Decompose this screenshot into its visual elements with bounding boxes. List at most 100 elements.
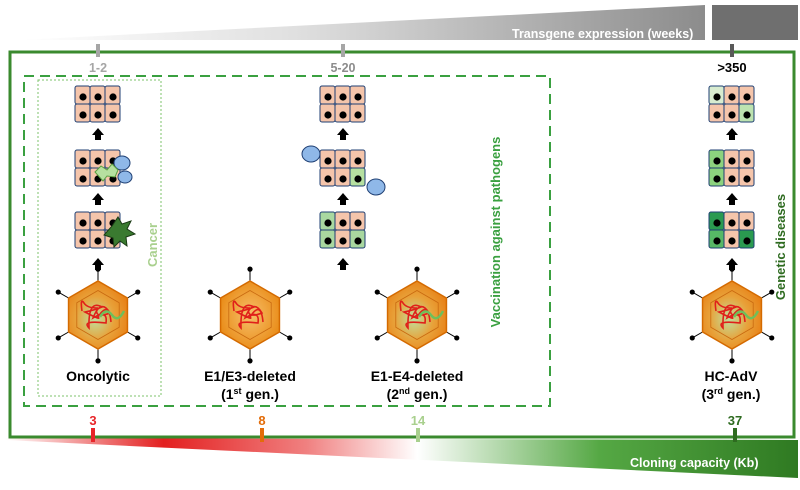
cell-nucleus (728, 93, 736, 101)
cell-nucleus (339, 93, 347, 101)
cell-nucleus (324, 175, 332, 183)
cell-nucleus (713, 111, 721, 119)
capsid-inner (395, 290, 439, 340)
transgene-expression-bar: Transgene expression (weeks) (20, 5, 798, 41)
immune-cell (113, 155, 131, 171)
arrow-up (726, 128, 738, 140)
cell-nucleus (79, 157, 87, 165)
cell-nucleus (324, 237, 332, 245)
second-gen-grid-bottom (319, 211, 366, 249)
cell-nucleus (713, 157, 721, 165)
label-second-gen-sub: (2nd gen.) (387, 386, 448, 402)
fiber-knob (729, 266, 735, 272)
cell-nucleus (713, 175, 721, 183)
label-first-gen-sub: (1st gen.) (221, 386, 279, 402)
cell-nucleus (339, 237, 347, 245)
cell-nucleus (79, 111, 87, 119)
viral-genome (232, 300, 264, 331)
transgene (417, 310, 445, 320)
oncolytic-grid-top (74, 85, 121, 123)
cell-nucleus (354, 237, 362, 245)
transgene (98, 310, 126, 320)
immune-cell (366, 178, 386, 196)
cell-nucleus (324, 111, 332, 119)
cell-nucleus (728, 111, 736, 119)
label-hc-adv: HC-AdV (705, 368, 759, 384)
cell-nucleus (94, 219, 102, 227)
cell-nucleus (354, 157, 362, 165)
viral-genome (80, 300, 112, 331)
cell-nucleus (743, 157, 751, 165)
arrow-up (337, 258, 349, 270)
fiber-knob (95, 358, 101, 364)
second-gen-grid-top (319, 85, 366, 123)
transgene (732, 310, 760, 320)
cell-nucleus (79, 237, 87, 245)
immune-cell (117, 170, 133, 184)
fiber-knob (55, 335, 61, 341)
cloning-capacity-bar: Cloning capacity (Kb) (5, 438, 798, 478)
capsid-inner (228, 290, 272, 340)
cell-nucleus (79, 219, 87, 227)
fiber-knob (769, 335, 775, 341)
vaccination-label: Vaccination against pathogens (488, 137, 503, 328)
cell-nucleus (713, 219, 721, 227)
cell-nucleus (728, 175, 736, 183)
cell-nucleus (109, 111, 117, 119)
arrow-up (92, 193, 104, 205)
viral-genome (399, 300, 431, 331)
vaccination-box (23, 75, 551, 407)
label-hc-adv-sub: (3rd gen.) (702, 386, 761, 402)
fiber-knob (207, 289, 213, 295)
second-gen-virus (374, 266, 460, 364)
cell-nucleus (324, 93, 332, 101)
fiber-knob (769, 289, 775, 295)
cell-nucleus (743, 93, 751, 101)
fiber-knob (689, 335, 695, 341)
cell-nucleus (339, 157, 347, 165)
cell-nucleus (79, 93, 87, 101)
cell-nucleus (109, 93, 117, 101)
first-gen-virus (207, 266, 293, 364)
arrow-up (92, 258, 104, 270)
transgene-expression-label: Transgene expression (weeks) (512, 27, 693, 41)
cell-nucleus (728, 219, 736, 227)
arrow-up (92, 128, 104, 140)
tick-label-1-2: 1-2 (89, 61, 107, 75)
fiber-knob (247, 358, 253, 364)
arrow-up (726, 258, 738, 270)
label-first-gen: E1/E3-deleted (204, 368, 296, 384)
second-gen-grid-mid (319, 149, 366, 187)
fiber-knob (414, 266, 420, 272)
fiber-knob (247, 266, 253, 272)
fiber-knob (729, 358, 735, 364)
viral-genome (714, 300, 746, 331)
fiber-knob (414, 358, 420, 364)
lysed-cell (94, 163, 119, 182)
fiber-knob (207, 335, 213, 341)
cell-nucleus (94, 93, 102, 101)
cell-nucleus (743, 111, 751, 119)
hc-virus (689, 266, 775, 364)
fiber-knob (95, 266, 101, 272)
fiber-knob (287, 335, 293, 341)
arrow-up (337, 193, 349, 205)
label-second-gen: E1-E4-deleted (371, 368, 464, 384)
cell-nucleus (94, 157, 102, 165)
capacity-14: 14 (411, 413, 426, 428)
cell-nucleus (354, 219, 362, 227)
cell-nucleus (713, 237, 721, 245)
fiber-knob (374, 335, 380, 341)
capsid-inner (710, 290, 754, 340)
cell-nucleus (354, 175, 362, 183)
fiber-knob (454, 335, 460, 341)
oncolytic-virus (55, 266, 141, 364)
tick-label-5-20: 5-20 (330, 61, 355, 75)
immune-cell (301, 145, 321, 163)
capsid-inner (76, 290, 120, 340)
fiber-knob (374, 289, 380, 295)
cell-nucleus (339, 219, 347, 227)
fiber-knob (135, 289, 141, 295)
infected-cell (103, 216, 137, 249)
